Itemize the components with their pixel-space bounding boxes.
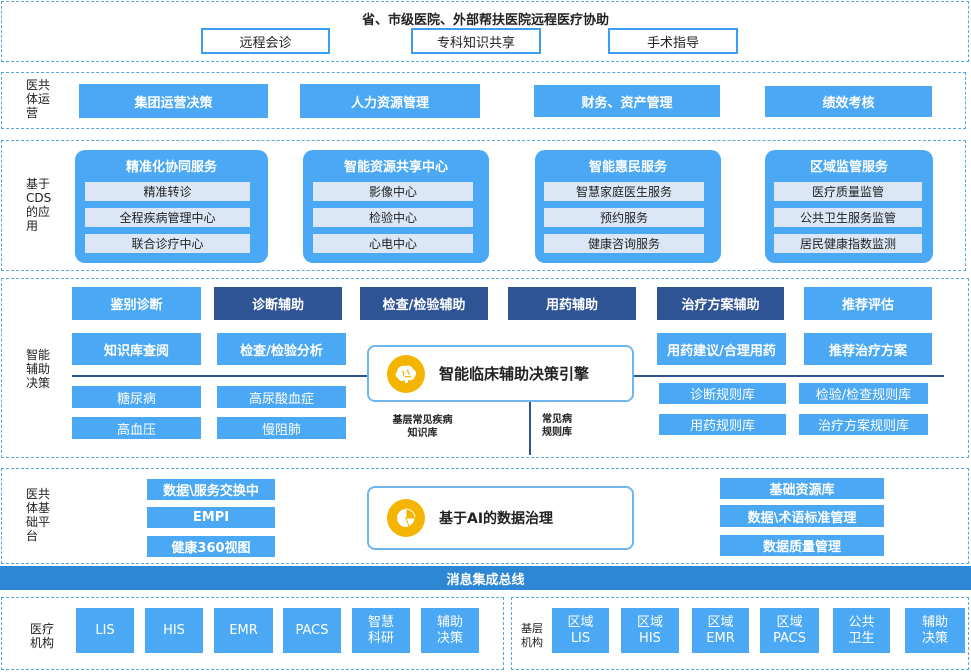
group-item: 智慧家庭医生服务 [544, 182, 704, 201]
decision-support-box: 辅助 决策 [421, 608, 479, 653]
ops-hr-box: 人力资源管理 [300, 84, 480, 118]
lis-box: LIS [76, 608, 134, 653]
public-health-box: 公共 卫生 [833, 608, 890, 653]
group-item: 健康咨询服务 [544, 234, 704, 253]
surgery-guide-button[interactable]: 手术指导 [608, 28, 738, 54]
platform-label: 医共 体基 础平 台 [26, 487, 51, 543]
medication-assist-box: 用药辅助 [508, 287, 636, 320]
recommend-eval-box: 推荐评估 [804, 287, 932, 320]
group-item: 公共卫生服务监管 [774, 208, 922, 227]
exam-analysis-box: 检查/检验分析 [217, 333, 346, 365]
group-item: 联合诊疗中心 [85, 234, 250, 253]
common-disease-kb-label: 基层常见疾病 知识库 [392, 415, 453, 439]
his-box: HIS [145, 608, 203, 653]
regional-pacs-box: 区域 PACS [760, 608, 819, 653]
common-rules-kb-label: 常见病 规则库 [542, 414, 572, 438]
ops-finance-box: 财务、资产管理 [534, 85, 720, 117]
cds-group-supervision: 区域监管服务 医疗质量监管 公共卫生服务监管 居民健康指数监测 [765, 150, 933, 263]
diagnosis-rules-box: 诊断规则库 [659, 383, 786, 404]
regional-lis-box: 区域 LIS [552, 608, 609, 653]
group-item: 精准转诊 [85, 182, 250, 201]
cds-group-coordination: 精准化协同服务 精准转诊 全程疾病管理中心 联合诊疗中心 [75, 150, 268, 263]
health-360-box: 健康360视图 [147, 536, 275, 557]
treatment-recommend-box: 推荐治疗方案 [804, 333, 932, 365]
hyperuricemia-box: 高尿酸血症 [217, 386, 346, 408]
knowledge-share-button[interactable]: 专科知识共享 [411, 28, 541, 54]
decision-engine-box: 智能临床辅助决策引擎 [367, 345, 634, 402]
research-box: 智慧 科研 [352, 608, 410, 653]
ai-governance-box: 基于AI的数据治理 [367, 486, 634, 550]
group-item: 居民健康指数监测 [774, 234, 922, 253]
empi-box: EMPI [147, 507, 275, 528]
medication-rules-box: 用药规则库 [659, 414, 786, 435]
cds-group-public-service: 智能惠民服务 智慧家庭医生服务 预约服务 健康咨询服务 [535, 150, 721, 263]
terminology-box: 数据\术语标准管理 [720, 505, 884, 527]
data-exchange-box: 数据\服务交换中 [147, 479, 275, 500]
exam-rules-box: 检验/检查规则库 [799, 383, 928, 404]
group-title: 智能资源共享中心 [343, 160, 448, 175]
grassroots-decision-box: 辅助 决策 [905, 608, 965, 653]
group-title: 区域监管服务 [809, 160, 888, 175]
group-item: 影像中心 [313, 182, 473, 201]
ops-decision-box: 集团运营决策 [79, 84, 268, 118]
decision-label: 智能 辅助 决策 [26, 348, 51, 390]
cds-group-resource-share: 智能资源共享中心 影像中心 检验中心 心电中心 [303, 150, 489, 263]
group-item: 心电中心 [313, 234, 473, 253]
group-item: 全程疾病管理中心 [85, 208, 250, 227]
emr-box: EMR [214, 608, 273, 653]
diabetes-box: 糖尿病 [72, 386, 201, 408]
copd-box: 慢阻肺 [217, 417, 346, 439]
kb-separator-line [529, 402, 531, 455]
grassroots-label: 基层 机构 [521, 622, 543, 649]
operations-label: 医共 体运 营 [26, 78, 51, 120]
group-title: 精准化协同服务 [125, 160, 217, 175]
cds-label: 基于 CDS 的应 用 [26, 177, 52, 233]
ai-governance-title: 基于AI的数据治理 [439, 511, 554, 527]
regional-emr-box: 区域 EMR [692, 608, 749, 653]
pacs-box: PACS [283, 608, 341, 653]
group-item: 医疗质量监管 [774, 182, 922, 201]
group-item: 预约服务 [544, 208, 704, 227]
brain-icon [387, 354, 425, 393]
message-bus-bar: 消息集成总线 [0, 566, 971, 590]
exam-assist-box: 检查/检验辅助 [360, 287, 488, 320]
group-item: 检验中心 [313, 208, 473, 227]
base-resource-box: 基础资源库 [720, 478, 884, 499]
ops-performance-box: 绩效考核 [765, 86, 932, 117]
institutions-label: 医疗 机构 [30, 622, 55, 650]
hypertension-box: 高血压 [72, 417, 201, 439]
treatment-rules-box: 治疗方案规则库 [799, 414, 928, 435]
diagnosis-assist-box: 诊断辅助 [214, 287, 342, 320]
remote-consult-button[interactable]: 远程会诊 [201, 28, 330, 54]
medication-advice-box: 用药建议/合理用药 [657, 333, 786, 365]
pie-chart-icon [387, 499, 425, 537]
group-title: 智能惠民服务 [588, 160, 667, 175]
differential-diagnosis-box: 鉴别诊断 [72, 287, 201, 320]
knowledge-lookup-box: 知识库查阅 [72, 333, 201, 365]
remote-assist-title: 省、市级医院、外部帮扶医院远程医疗协助 [361, 13, 609, 28]
regional-his-box: 区域 HIS [621, 608, 679, 653]
data-quality-box: 数据质量管理 [720, 535, 884, 556]
decision-engine-title: 智能临床辅助决策引擎 [439, 365, 590, 383]
treatment-assist-box: 治疗方案辅助 [657, 287, 784, 320]
